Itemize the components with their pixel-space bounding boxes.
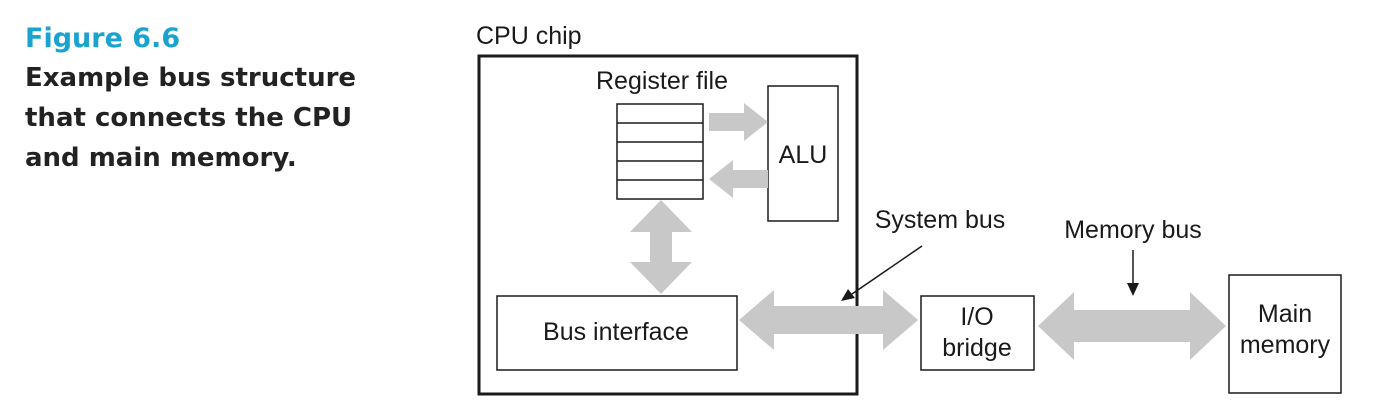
figure-number: Figure 6.6: [25, 23, 181, 54]
caption-line-2: that connects the CPU: [25, 103, 353, 133]
bus-interface-box: [496, 295, 738, 371]
memory-bus-label: Memory bus: [1064, 216, 1202, 244]
main-memory-label-line-1: Main: [1258, 300, 1312, 328]
register-file-box: [616, 103, 704, 200]
regfile-bus-interface-arrow: [630, 200, 692, 294]
alu-box: [767, 85, 839, 222]
system-bus-label: System bus: [875, 206, 1006, 234]
caption-line-3: and main memory.: [25, 143, 297, 173]
figure-caption: Figure 6.6 Example bus structure that co…: [25, 20, 385, 178]
register-file: [616, 103, 704, 200]
cpu-chip-label: CPU chip: [476, 22, 582, 50]
regfile-to-alu-arrow: [709, 103, 768, 141]
io-bridge-box: [920, 295, 1035, 371]
alu-to-regfile-arrow: [709, 160, 768, 198]
system-bus-pointer: [851, 245, 923, 295]
cpu-chip-box: [477, 54, 859, 396]
register-file-label: Register file: [596, 67, 728, 95]
system-bus-pointer-head: [841, 289, 855, 301]
alu-label: ALU: [779, 141, 828, 169]
system-bus-arrow: [739, 290, 918, 350]
main-memory-label-line-2: memory: [1240, 331, 1331, 359]
memory-bus-pointer-head: [1127, 283, 1139, 296]
io-bridge-label-line-1: I/O: [960, 303, 993, 331]
main-memory-box: [1228, 274, 1342, 394]
memory-bus-arrow: [1038, 292, 1226, 360]
bus-interface-label: Bus interface: [543, 318, 689, 346]
io-bridge-label-line-2: bridge: [942, 334, 1012, 362]
caption-line-1: Example bus structure: [25, 63, 357, 93]
